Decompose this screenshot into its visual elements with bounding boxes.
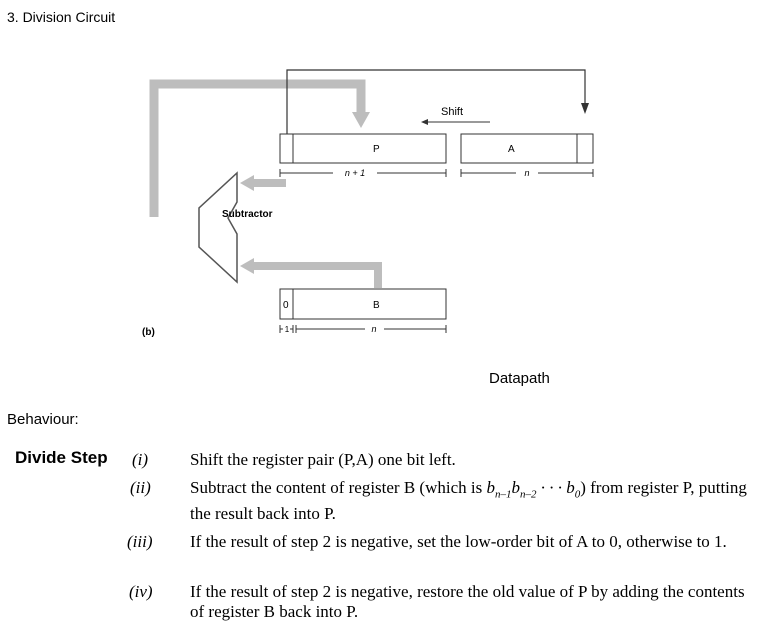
- register-a-width-label: n: [524, 168, 529, 178]
- register-b-width-label: n: [371, 324, 376, 334]
- b-to-subtractor-arrowhead: [240, 258, 254, 274]
- behaviour-heading: Behaviour:: [7, 411, 79, 428]
- register-b-extra-width-label: 1: [285, 325, 290, 334]
- register-b-label: B: [373, 300, 380, 311]
- step-number: (iii): [127, 532, 153, 551]
- result-feedback-arrowhead: [352, 112, 370, 128]
- diagram-caption: Datapath: [489, 370, 550, 387]
- p-to-subtractor-arrowhead: [240, 175, 254, 191]
- shift-loop-arrowhead: [581, 103, 589, 114]
- register-p-label: P: [373, 144, 380, 155]
- shift-arrowhead: [421, 119, 428, 125]
- formula: bn–1bn–2 · · · b0: [486, 478, 581, 501]
- register-p-width-label: n + 1: [345, 168, 365, 178]
- shift-label: Shift: [441, 106, 463, 118]
- divide-step-title: Divide Step: [15, 448, 108, 467]
- register-b: [279, 288, 447, 320]
- step-text: Shift the register pair (P,A) one bit le…: [190, 450, 456, 469]
- datapath-diagram: Shift P A B 0 n + 1 n n 1 Subtractor (b): [142, 69, 594, 338]
- page-title: 3. Division Circuit: [7, 9, 116, 25]
- result-feedback-path: [149, 79, 366, 217]
- register-b-extra-bit: 0: [283, 300, 289, 311]
- register-a: [460, 133, 594, 164]
- step-number: (i): [132, 450, 149, 469]
- step-text: If the result of step 2 is negative, res…: [190, 582, 745, 621]
- register-a-label: A: [508, 144, 515, 155]
- b-to-subtractor-path: [252, 262, 382, 288]
- subtractor-label: Subtractor: [222, 209, 273, 220]
- step-number: (iv): [129, 582, 153, 601]
- register-p: [279, 133, 447, 164]
- step-number: (ii): [130, 478, 151, 497]
- step-text: Subtract the content of register B (whic…: [190, 478, 747, 524]
- subtractor-unit: [198, 171, 238, 284]
- figure-label: (b): [142, 327, 155, 338]
- shift-loop-wire: [286, 69, 586, 134]
- step-text: If the result of step 2 is negative, set…: [190, 532, 727, 551]
